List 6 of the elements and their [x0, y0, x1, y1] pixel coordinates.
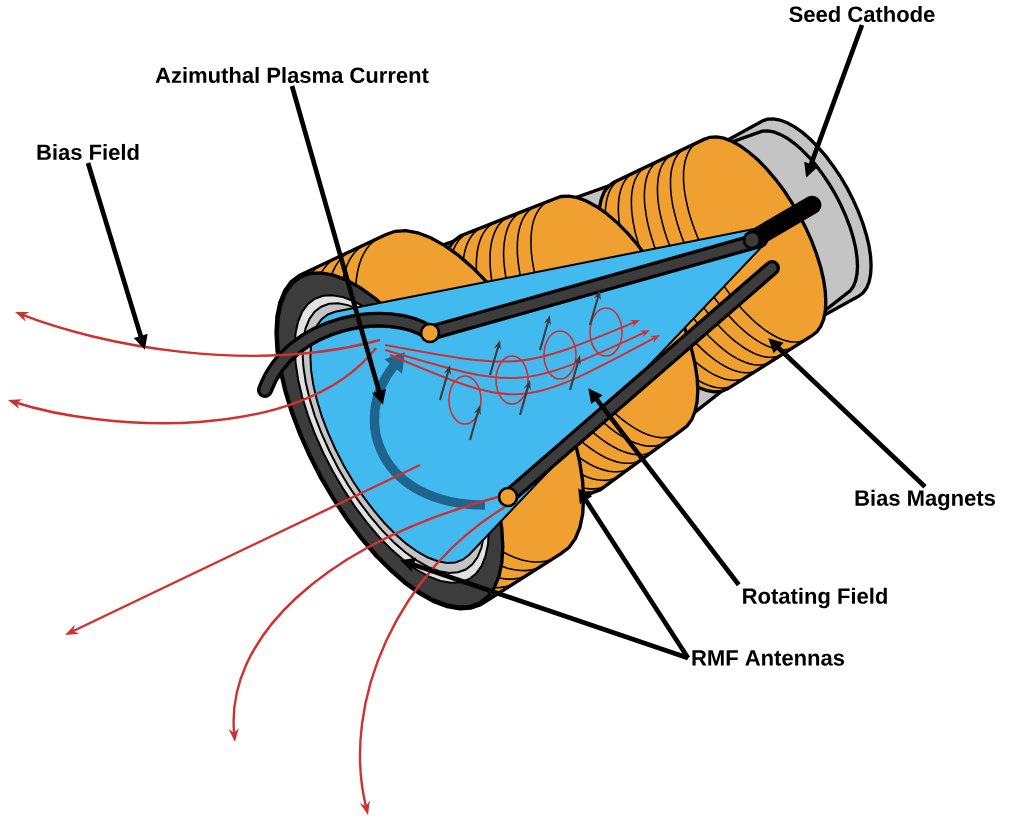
callout-label: Azimuthal Plasma Current	[155, 66, 429, 84]
callout-label: Bias Magnets	[855, 489, 995, 511]
callout-label: Rotating Field	[743, 587, 887, 609]
callout-label: RMF Antennas	[692, 650, 845, 666]
callout-label: Bias Field	[37, 143, 139, 161]
callout-label: Seed Cathode	[789, 5, 935, 23]
